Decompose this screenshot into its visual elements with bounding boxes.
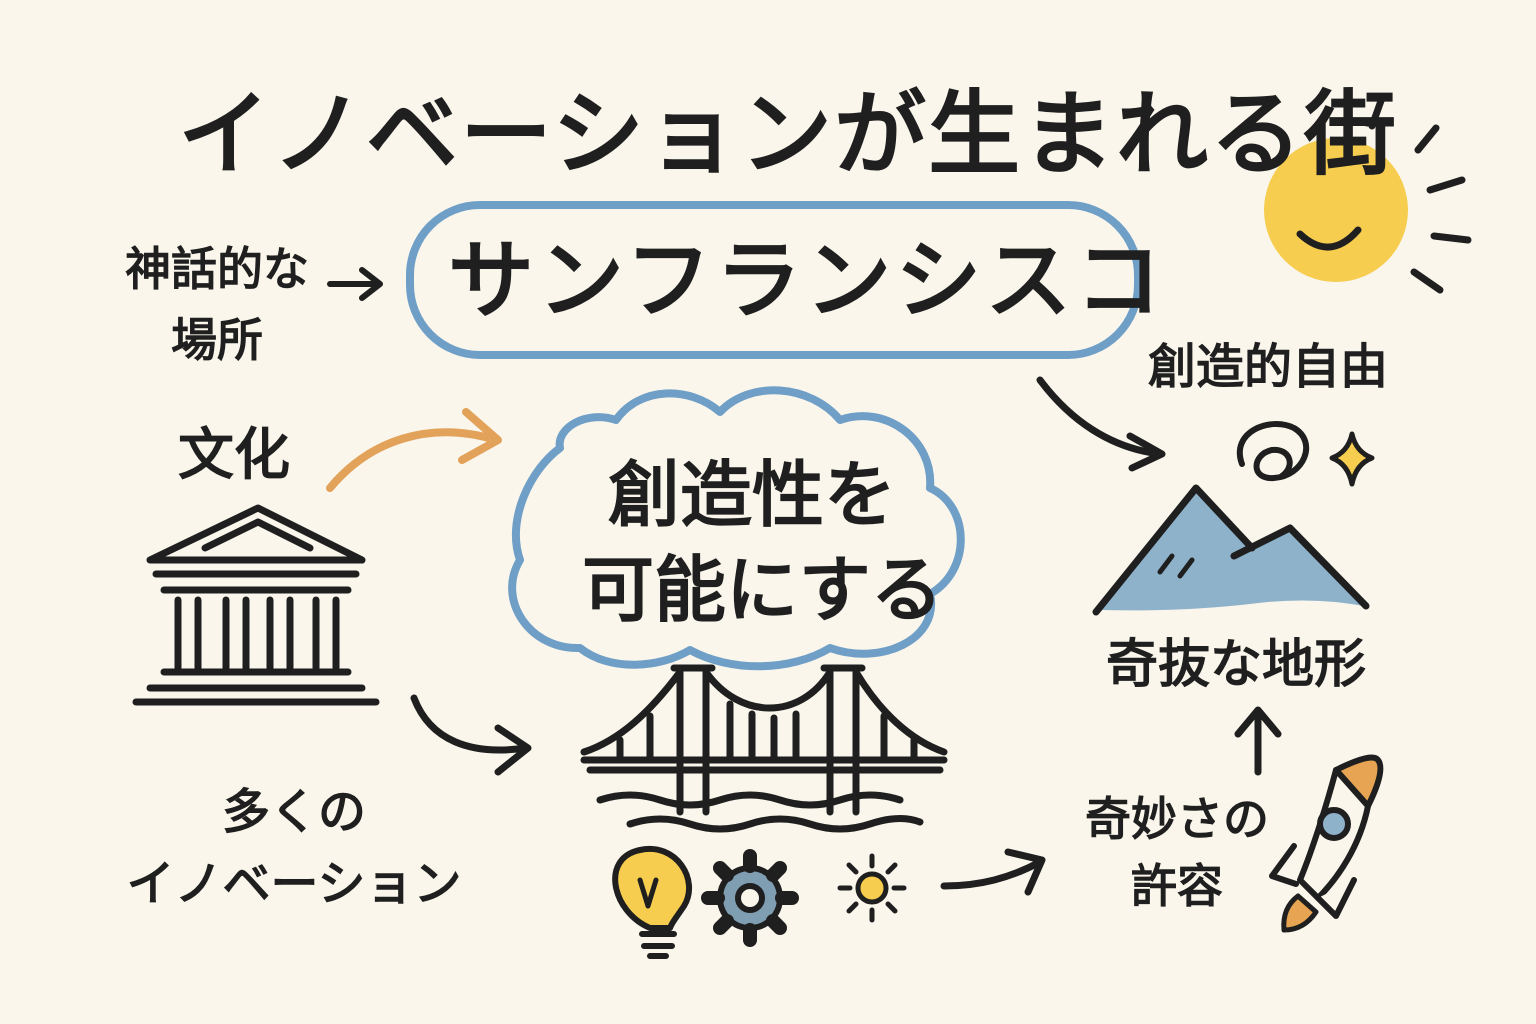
label-mythical-place: 神話的な 場所 [112, 234, 322, 377]
arrow-myth-to-city [327, 267, 383, 301]
label-tolerance-line-2: 許容 [1131, 858, 1223, 913]
center-line-2: 可能にする [582, 548, 943, 633]
building-icon [132, 504, 380, 706]
label-many-innovations: 多くの イノベーション [104, 776, 484, 920]
sparkle-icon [1329, 431, 1375, 487]
label-tolerance-of-weirdness: 奇妙さの 許容 [1072, 786, 1282, 919]
center-line-1: 創造性を [607, 453, 896, 537]
label-creative-freedom: 創造的自由 [1148, 339, 1389, 395]
city-name: サンフランシスコ [448, 231, 1166, 331]
label-many-line-1: 多くの [221, 784, 366, 840]
small-sun-icon [837, 853, 907, 923]
sun-icon [1264, 94, 1472, 294]
arrow-culture-to-creativity [326, 408, 502, 492]
page-title: イノベーションが生まれる街 [178, 81, 1399, 188]
center-cloud-outline [508, 386, 965, 671]
arrow-icons-to-tolerance [940, 848, 1046, 896]
label-unusual-terrain: 奇抜な地形 [1106, 635, 1367, 695]
arrow-tolerance-to-terrain [1234, 706, 1282, 776]
center-message: 創造性を 可能にする [582, 448, 943, 638]
mountain-icon [1092, 484, 1370, 616]
arrow-culture-to-bridge [410, 694, 532, 776]
label-mythical-line-1: 神話的な [125, 242, 309, 296]
lightbulb-icon [612, 845, 692, 959]
arrow-city-to-freedom [1036, 376, 1166, 472]
bridge-icon [580, 664, 948, 833]
rocket-icon [1269, 754, 1384, 933]
label-culture: 文化 [178, 423, 290, 488]
city-pill-outline [406, 201, 1142, 359]
swirl-icon [1236, 421, 1309, 482]
label-tolerance-line-1: 奇妙さの [1085, 792, 1269, 846]
label-many-line-2: イノベーション [126, 856, 462, 912]
label-mythical-line-2: 場所 [171, 313, 263, 368]
gear-icon [701, 849, 799, 947]
